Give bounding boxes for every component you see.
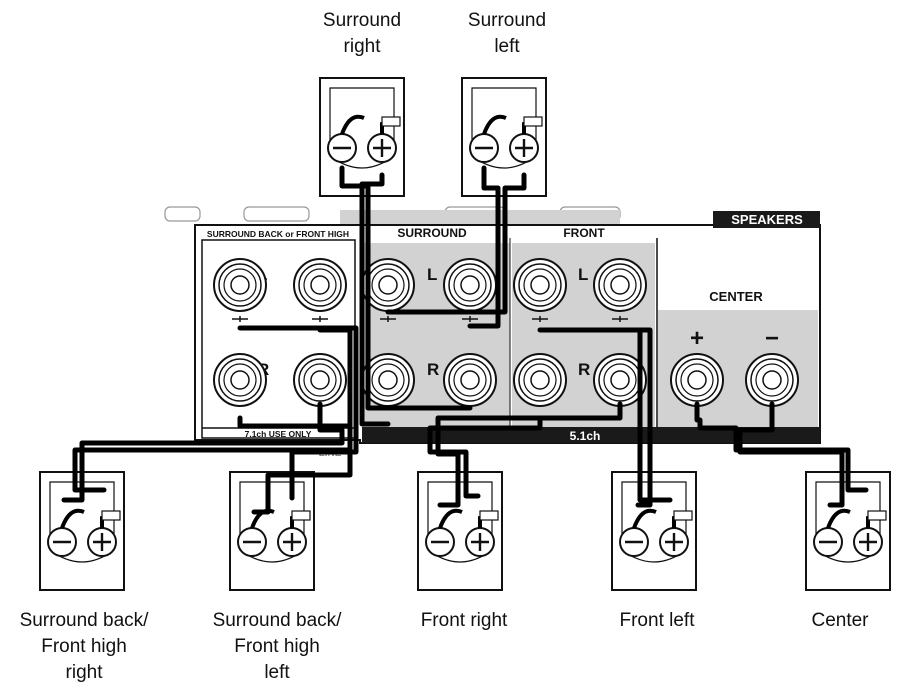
label-center: Center [811, 610, 869, 631]
terminal-sb-r-plus [213, 353, 267, 407]
cable-front-right-positive [427, 417, 543, 499]
label-surround-back-left: Surround back/ Front high left [212, 610, 342, 683]
center-plus-sign: + [690, 325, 704, 352]
terminal-front-l-minus [593, 258, 647, 312]
speaker-boxes [39, 77, 891, 591]
speaker-cables [61, 165, 869, 515]
cable-front-left-negative [617, 327, 653, 508]
speaker-box-front-left [611, 471, 697, 591]
terminal-center-minus [745, 353, 799, 407]
front-channel-r: R [578, 360, 590, 379]
five-ch-label: 5.1ch [570, 429, 601, 443]
surround-channel-l: L [427, 265, 437, 284]
terminal-front-l-plus [513, 258, 567, 312]
surround-back-title: SURROUND BACK or FRONT HIGH [207, 229, 349, 239]
label-front-right: Front right [420, 610, 508, 631]
label-surround-left: Surround left [467, 10, 547, 57]
speakers-badge: SPEAKERS [731, 212, 803, 227]
terminal-sb-l-plus [213, 258, 267, 312]
cable-center-negative [737, 401, 845, 508]
surround-channel-r: R [427, 360, 439, 379]
terminal-sb-l-minus [293, 258, 347, 312]
speakers-badge-bg [713, 211, 820, 228]
speaker-box-sb-right [39, 471, 125, 591]
cable-surround-left-negative [467, 165, 501, 329]
seven-ch-only-label: 7.1ch USE ONLY [245, 429, 312, 439]
label-front-left: Front left [619, 610, 695, 631]
terminal-center-plus [670, 353, 724, 407]
receiver-terminals [213, 258, 799, 407]
cable-front-left-positive [537, 327, 673, 503]
cable-center-positive [694, 401, 869, 493]
panel-shade-strip [340, 210, 620, 225]
label-surround-right: Surround right [322, 10, 402, 57]
five-ch-bar [362, 427, 820, 443]
terminal-front-r-plus [513, 353, 567, 407]
cable-surround-right-negative [339, 165, 473, 411]
cable-sb-left-negative [251, 327, 353, 515]
cable-sb-right-negative [61, 401, 345, 503]
front-channel-l: L [578, 265, 588, 284]
label-surround-back-right: Surround back/ Front high right [19, 610, 149, 683]
cable-front-right-negative [435, 401, 623, 508]
front-title: FRONT [563, 226, 605, 240]
terminal-sb-r-minus [293, 353, 347, 407]
center-title: CENTER [709, 289, 763, 304]
center-minus-sign: − [765, 325, 779, 352]
speaker-box-surround-left [461, 77, 547, 197]
terminal-surround-r-plus [361, 353, 415, 407]
terminal-surround-l-minus [443, 258, 497, 312]
terminal-surround-r-minus [443, 353, 497, 407]
speaker-box-surround-right [319, 77, 405, 197]
cable-surround-left-positive [385, 172, 527, 315]
speaker-box-sb-left [229, 471, 315, 591]
cable-sb-left-positive [237, 325, 359, 501]
surround-title: SURROUND [397, 226, 467, 240]
